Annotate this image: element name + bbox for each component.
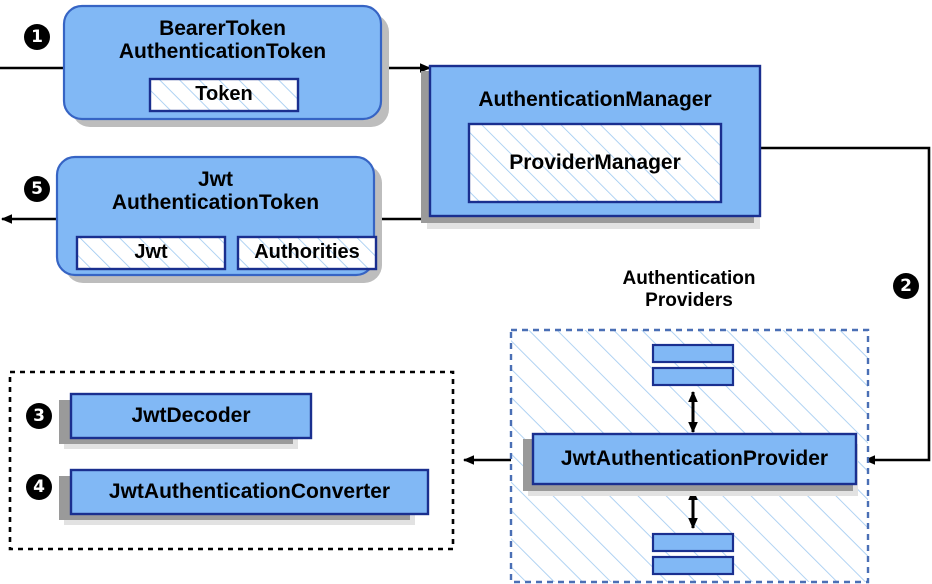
jwt-authentication-provider-node bbox=[523, 432, 858, 496]
authorities-slot bbox=[236, 235, 378, 271]
provider-stub-top bbox=[651, 343, 735, 387]
step-badge-4: 4 bbox=[26, 474, 52, 500]
step-badge-3: 3 bbox=[26, 403, 52, 429]
authentication-providers-label: Authentication Providers bbox=[622, 268, 756, 311]
step-badge-2: 2 bbox=[893, 273, 919, 299]
step-badge-5: 5 bbox=[24, 176, 50, 202]
jwt-authentication-converter-node bbox=[59, 468, 430, 525]
jwt-decoder-node bbox=[59, 392, 313, 449]
jwt-slot bbox=[75, 235, 227, 271]
authentication-manager-node bbox=[421, 64, 762, 229]
step-badge-1: 1 bbox=[24, 24, 50, 50]
edge-manager-to-provider bbox=[760, 146, 931, 465]
provider-stub-bottom bbox=[651, 532, 735, 576]
provider-manager-slot bbox=[467, 122, 723, 204]
token-slot bbox=[148, 77, 300, 113]
bearer-token-node bbox=[62, 4, 389, 127]
support-components-box bbox=[8, 370, 455, 551]
jwt-authentication-token-node bbox=[55, 155, 382, 283]
